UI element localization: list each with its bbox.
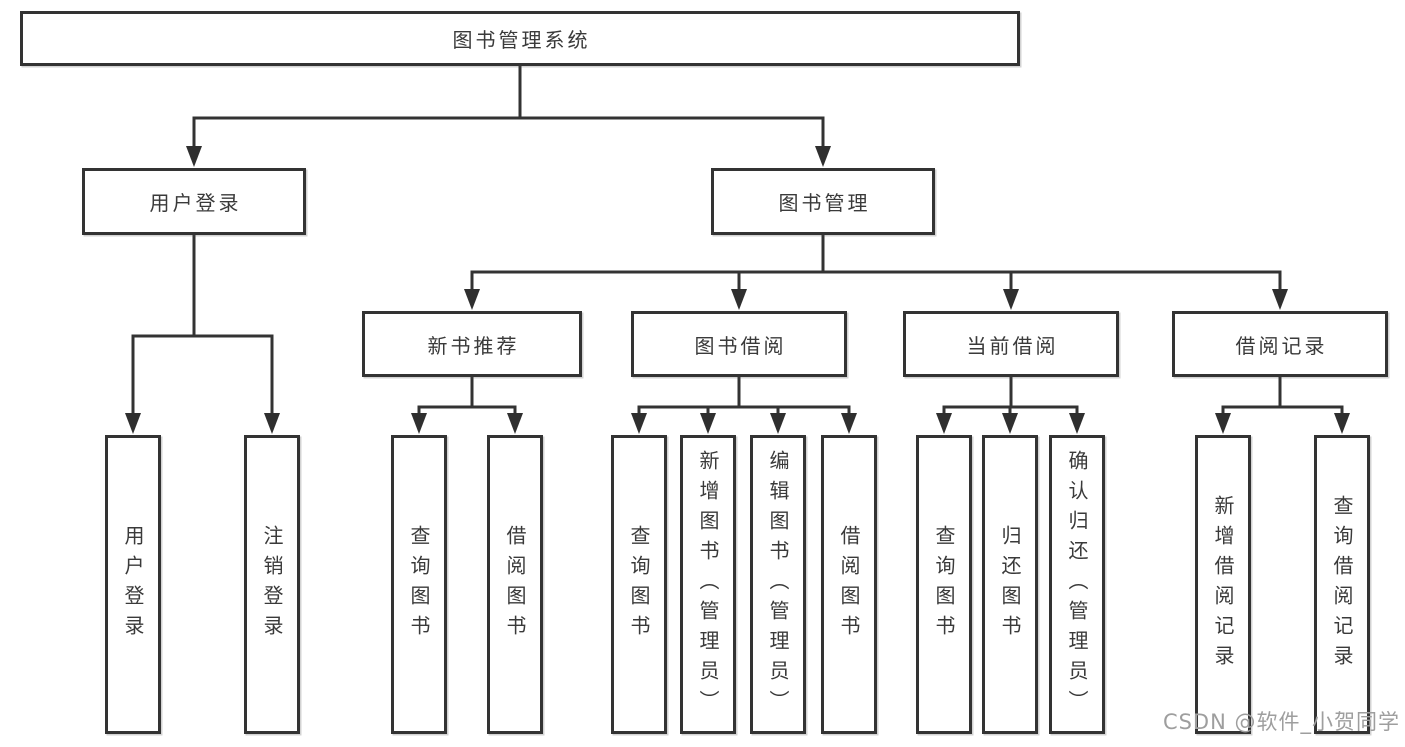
leaf-return-books: 归还图书 (982, 435, 1038, 734)
leaf-edit-books-admin: 编辑图书（管理员） (750, 435, 806, 734)
node-new-book-recommend: 新书推荐 (362, 311, 582, 377)
connector-lines (131, 66, 1344, 416)
leaf-add-borrow-record: 新增借阅记录 (1195, 435, 1251, 734)
leaf-query-books-current-label: 查询图书 (932, 524, 956, 645)
node-book-borrowing-label: 图书借阅 (694, 333, 787, 358)
leaf-query-borrow-record: 查询借阅记录 (1314, 435, 1370, 734)
leaf-query-books-current: 查询图书 (916, 435, 972, 734)
leaf-add-borrow-record-label: 新增借阅记录 (1211, 494, 1235, 675)
leaf-logout: 注销登录 (244, 435, 300, 734)
node-book-management: 图书管理 (711, 168, 935, 235)
node-user-login: 用户登录 (82, 168, 306, 235)
node-new-book-recommend-label: 新书推荐 (427, 333, 520, 358)
leaf-edit-books-admin-label: 编辑图书（管理员） (766, 449, 790, 720)
leaf-add-books-admin: 新增图书（管理员） (680, 435, 736, 734)
node-root-label: 图书管理系统 (452, 28, 591, 52)
leaf-query-borrow-record-label: 查询借阅记录 (1330, 494, 1354, 675)
node-borrowing-records: 借阅记录 (1172, 311, 1388, 377)
leaf-query-books-borrowing-label: 查询图书 (627, 524, 651, 645)
node-root: 图书管理系统 (20, 11, 1020, 66)
leaf-logout-label: 注销登录 (260, 524, 284, 645)
leaf-borrow-books-recommend: 借阅图书 (487, 435, 543, 734)
arrowheads (125, 146, 1350, 434)
watermark: CSDN @软件_小贺同学 (1162, 710, 1400, 734)
leaf-borrow-books-recommend-label: 借阅图书 (503, 524, 527, 645)
leaf-return-books-label: 归还图书 (998, 524, 1022, 645)
leaf-borrow-books-borrowing-label: 借阅图书 (837, 524, 861, 645)
leaf-add-books-admin-label: 新增图书（管理员） (696, 449, 720, 720)
leaf-query-books-borrowing: 查询图书 (611, 435, 667, 734)
leaf-borrow-books-borrowing: 借阅图书 (821, 435, 877, 734)
leaf-confirm-return-admin: 确认归还（管理员） (1049, 435, 1105, 734)
node-current-borrowing-label: 当前借阅 (966, 333, 1059, 358)
leaf-user-login-label: 用户登录 (121, 524, 145, 645)
node-book-management-label: 图书管理 (778, 191, 871, 215)
node-book-borrowing: 图书借阅 (631, 311, 847, 377)
node-borrowing-records-label: 借阅记录 (1235, 333, 1328, 358)
leaf-confirm-return-admin-label: 确认归还（管理员） (1065, 449, 1089, 720)
leaf-user-login: 用户登录 (105, 435, 161, 734)
leaf-query-books-recommend: 查询图书 (391, 435, 447, 734)
node-current-borrowing: 当前借阅 (903, 311, 1119, 377)
node-user-login-label: 用户登录 (149, 191, 242, 215)
leaf-query-books-recommend-label: 查询图书 (407, 524, 431, 645)
